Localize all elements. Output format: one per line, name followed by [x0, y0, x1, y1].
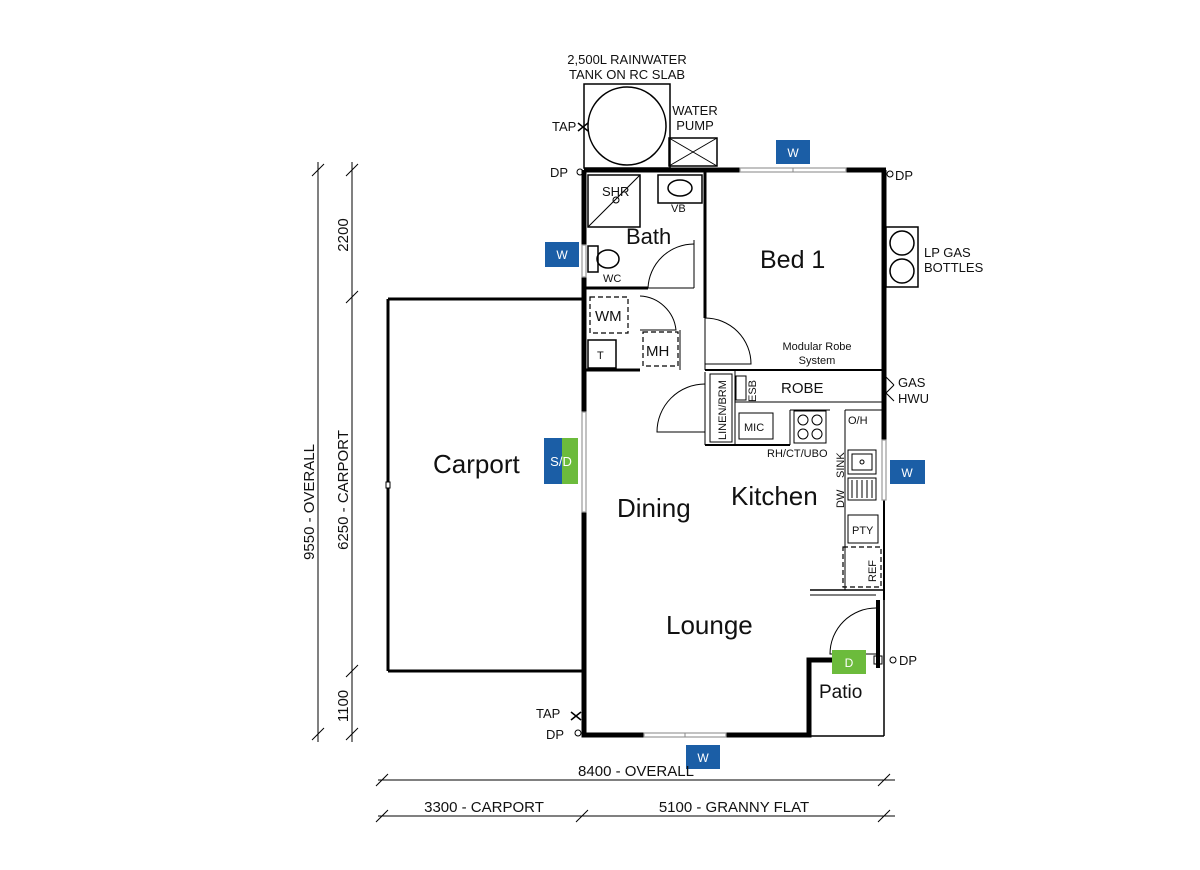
dp-label-patio: DP [899, 653, 917, 668]
windows [581, 167, 887, 738]
shower-label: SHR [602, 184, 629, 199]
modular-robe-label-line2: System [799, 355, 836, 367]
dim-carport-width: 3300 - CARPORT [424, 799, 544, 816]
dim-overall-width: 8400 - OVERALL [578, 763, 694, 780]
esb-label: ESB [747, 380, 759, 402]
carport-room-label: Carport [433, 449, 520, 479]
dim-bottom-height: 1100 [335, 690, 352, 722]
vanity-basin-label: VB [671, 203, 686, 215]
esb-panel [735, 375, 747, 401]
dp-label-bottom-left: DP [546, 727, 564, 742]
tap-icon [570, 711, 582, 721]
door-badge-patio: D [832, 650, 866, 674]
carport-outline [385, 297, 584, 673]
downpipe-icon [889, 656, 897, 664]
hwu-label-line1: GAS [898, 375, 926, 390]
window-badge-bottom: W [686, 745, 720, 769]
dim-top-height: 2200 [335, 218, 352, 251]
gas-bottles [885, 226, 919, 288]
cooktop [793, 410, 827, 444]
washing-machine [589, 296, 629, 334]
svg-text:W: W [556, 248, 568, 262]
dim-flat-width: 5100 - GRANNY FLAT [659, 799, 809, 816]
rh-ct-ubo-label: RH/CT/UBO [767, 448, 828, 460]
hwu-icon [885, 376, 895, 402]
linen-label: LINEN/BRM [717, 380, 729, 440]
microwave-label: MIC [744, 422, 764, 434]
pump-label-line2: PUMP [676, 118, 714, 133]
laundry-tub [587, 339, 617, 369]
lounge-room-label: Lounge [666, 610, 753, 640]
hot-water-mh [642, 331, 679, 367]
laundry-tub-label: T [597, 350, 604, 362]
dp-label-top-right: DP [895, 168, 913, 183]
svg-text:W: W [697, 751, 709, 765]
svg-text:W: W [787, 146, 799, 160]
patio-room-label: Patio [819, 682, 862, 703]
gas-bottles-label-line2: BOTTLES [924, 260, 984, 275]
svg-text:D: D [845, 656, 854, 670]
fridge-space [842, 546, 882, 588]
gas-bottles-label-line1: LP GAS [924, 245, 971, 260]
svg-text:S/D: S/D [550, 454, 572, 469]
pantry [847, 514, 879, 544]
toilet-label: WC [603, 273, 621, 285]
vanity-basin [657, 174, 703, 204]
dimension-lines [311, 162, 895, 823]
downpipe-icon [886, 170, 894, 178]
tank-label-line2: TANK ON RC SLAB [569, 67, 685, 82]
rainwater-tank [583, 83, 671, 169]
interior-walls [584, 170, 884, 736]
dim-carport-height: 6250 - CARPORT [335, 430, 352, 550]
dp-label-top-left: DP [550, 165, 568, 180]
fridge-label: REF [867, 560, 879, 582]
svg-text:W: W [901, 466, 913, 480]
toilet [587, 245, 620, 273]
dining-room-label: Dining [617, 493, 691, 523]
kitchen-sink [847, 449, 877, 475]
bed1-door [704, 317, 752, 365]
dishwasher-label: DW [835, 489, 847, 508]
bath-door [647, 243, 695, 289]
modular-robe-label-line1: Modular Robe [782, 341, 851, 353]
washing-machine-label: WM [595, 308, 622, 325]
laundry-door [639, 295, 677, 331]
pump-label-line1: WATER [672, 103, 718, 118]
microwave [738, 412, 774, 440]
bed1-room-label: Bed 1 [760, 246, 825, 274]
sink-label: SINK [835, 452, 847, 478]
hwu-label-line2: HWU [898, 391, 929, 406]
dishwasher [847, 477, 877, 501]
water-pump [668, 137, 718, 167]
shower [587, 174, 641, 228]
mh-label: MH [646, 343, 669, 360]
tap-label-top: TAP [552, 119, 576, 134]
window-badge-kitchen: W [890, 460, 925, 484]
window-badge-top: W [776, 140, 810, 164]
sliding-door-badge: S/D [544, 438, 578, 484]
patio-door-post [873, 655, 883, 665]
tap-icon [577, 122, 589, 132]
window-badge-bath: W [545, 242, 579, 267]
overhead-label: O/H [848, 415, 868, 427]
dining-door [656, 383, 706, 433]
linen-cupboard [709, 373, 733, 443]
downpipe-icon [574, 729, 582, 737]
kitchen-room-label: Kitchen [731, 481, 818, 511]
tap-label-bottom: TAP [536, 706, 560, 721]
bath-room-label: Bath [626, 224, 671, 249]
pantry-label: PTY [852, 525, 874, 537]
robe-label: ROBE [781, 380, 824, 397]
patio-door [829, 607, 877, 655]
dim-overall-height: 9550 - OVERALL [301, 444, 318, 560]
tank-label-line1: 2,500L RAINWATER [567, 52, 686, 67]
